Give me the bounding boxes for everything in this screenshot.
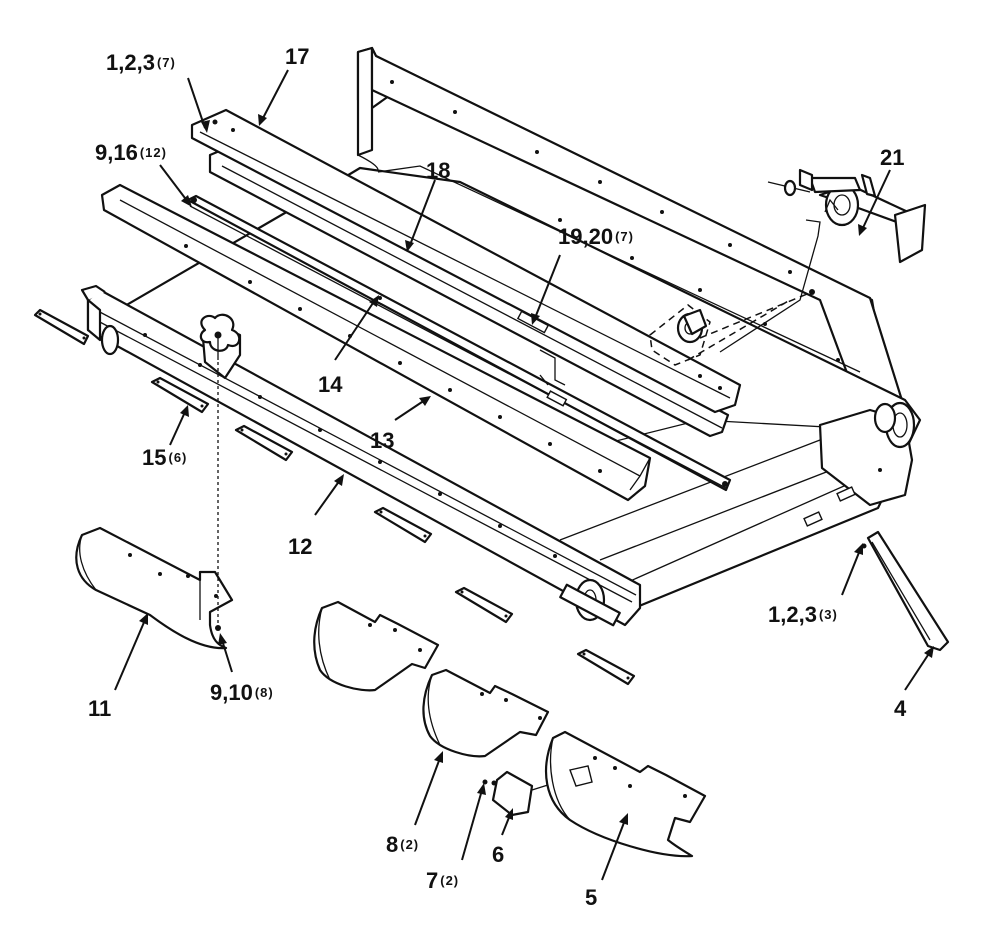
shield-11 — [75, 362, 234, 650]
tine-4 — [861, 530, 950, 652]
callout-9-16: 9,16(12) — [95, 140, 167, 165]
callout-11: 11 — [88, 696, 111, 721]
callout-19-20: 19,20(7) — [558, 224, 634, 249]
channel-13-holes — [184, 244, 602, 473]
bar-14 — [186, 194, 732, 492]
cutter-bar-12 — [80, 284, 642, 627]
callout-1-2-3-top: 1,2,3(7) — [106, 50, 176, 75]
callout-5: 5 — [585, 885, 597, 910]
callout-9-10: 9,10(8) — [210, 680, 274, 705]
callout-labels: 1,2,3(7) 17 9,16(12) 18 21 19,20(7) 14 1… — [88, 44, 907, 910]
hydraulic-fitting — [649, 289, 815, 366]
channel-13 — [100, 183, 652, 502]
cutter-bar-holes — [143, 333, 557, 558]
callout-17: 17 — [285, 44, 309, 69]
right-side-bracket — [803, 401, 916, 527]
straps-15 — [33, 308, 636, 686]
shield-8-b — [422, 668, 550, 758]
leaders — [114, 69, 934, 881]
callout-1-2-3-right: 1,2,3(3) — [768, 602, 838, 627]
callout-21: 21 — [880, 145, 904, 170]
callout-6: 6 — [492, 842, 504, 867]
cover-6 — [482, 770, 571, 817]
shield-5 — [545, 730, 707, 858]
angle-17 — [190, 108, 742, 414]
callout-12: 12 — [288, 534, 312, 559]
callout-13: 13 — [370, 428, 394, 453]
callout-4: 4 — [894, 696, 907, 721]
callout-7: 7(2) — [426, 868, 459, 893]
shield-8-a — [313, 600, 440, 692]
callout-18: 18 — [426, 158, 450, 183]
jack-21 — [719, 168, 927, 353]
clip-19-20 — [516, 310, 568, 407]
callout-8: 8(2) — [386, 832, 419, 857]
callout-15: 15(6) — [142, 445, 187, 470]
callout-14: 14 — [318, 372, 343, 397]
